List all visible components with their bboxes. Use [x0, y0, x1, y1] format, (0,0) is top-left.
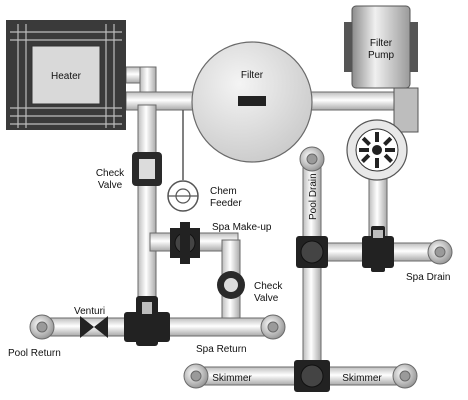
filter-gauge — [238, 96, 266, 106]
pump-impeller-icon — [359, 132, 395, 168]
spa-return-end-cap-hole — [267, 321, 279, 333]
check-valve-upper — [132, 152, 162, 186]
check-valve-lower — [217, 271, 245, 299]
filter-pump-label-1: Filter — [370, 38, 393, 49]
skimmer-left-end-cap-hole — [190, 370, 202, 382]
pipe-end-caps — [29, 146, 453, 389]
skimmer-valve-handle — [300, 364, 324, 388]
pool-return-valve — [124, 296, 170, 346]
filter-pump: Filter Pump — [344, 5, 419, 181]
filter: Filter — [191, 41, 313, 163]
spa-drain-label: Spa Drain — [406, 272, 450, 283]
spa-drain-valve — [362, 226, 394, 272]
chem-feeder-label-2: Feeder — [210, 198, 242, 209]
venturi-label: Venturi — [74, 306, 105, 317]
pool-return-valve-handle — [136, 296, 158, 346]
heater: Heater — [6, 20, 126, 130]
chem-feeder — [167, 180, 199, 212]
skimmer-left-label: Skimmer — [212, 373, 252, 384]
pool-drain-end-cap-hole — [306, 153, 318, 165]
venturi-cone-right — [94, 316, 108, 338]
pool-drain-valve — [296, 236, 328, 268]
venturi-cone-left — [80, 316, 94, 338]
chem-feeder-label-1: Chem — [210, 186, 237, 197]
pool-return-label: Pool Return — [8, 348, 61, 359]
pump-housing — [393, 87, 419, 133]
heater-panel — [31, 45, 101, 105]
check-valve-lower-window — [224, 278, 238, 292]
pump-motor-endcap-right — [410, 22, 418, 72]
pool-drain-label: Pool Drain — [308, 173, 319, 220]
spa-drain-end-cap-hole — [434, 246, 446, 258]
filter-label: Filter — [241, 70, 264, 81]
check-valve-lower-label-1: Check — [254, 281, 283, 292]
pool-drain-valve-handle — [300, 240, 324, 264]
venturi — [80, 316, 108, 338]
spa-return-label: Spa Return — [196, 344, 247, 355]
heater-grille — [10, 24, 122, 128]
filter-pump-label-2: Pump — [368, 50, 395, 61]
skimmer-right-label: Skimmer — [342, 373, 382, 384]
spa-makeup-valve-stem — [180, 222, 190, 264]
pump-motor-endcap-left — [344, 22, 352, 72]
spa-drain-valve-window — [373, 230, 383, 238]
check-valve-upper-label-1: Check — [96, 168, 125, 179]
check-valve-lower-label-2: Valve — [254, 293, 279, 304]
pool-return-end-cap-hole — [36, 321, 48, 333]
spa-makeup-valve — [170, 222, 200, 264]
pool-return-valve-window — [142, 302, 152, 314]
skimmer-right-end-cap-hole — [399, 370, 411, 382]
skimmer-valve — [294, 360, 330, 392]
heater-label: Heater — [51, 71, 82, 82]
check-valve-upper-window — [139, 159, 155, 179]
spa-makeup-label: Spa Make-up — [212, 222, 272, 233]
check-valve-upper-label-2: Valve — [98, 180, 123, 191]
